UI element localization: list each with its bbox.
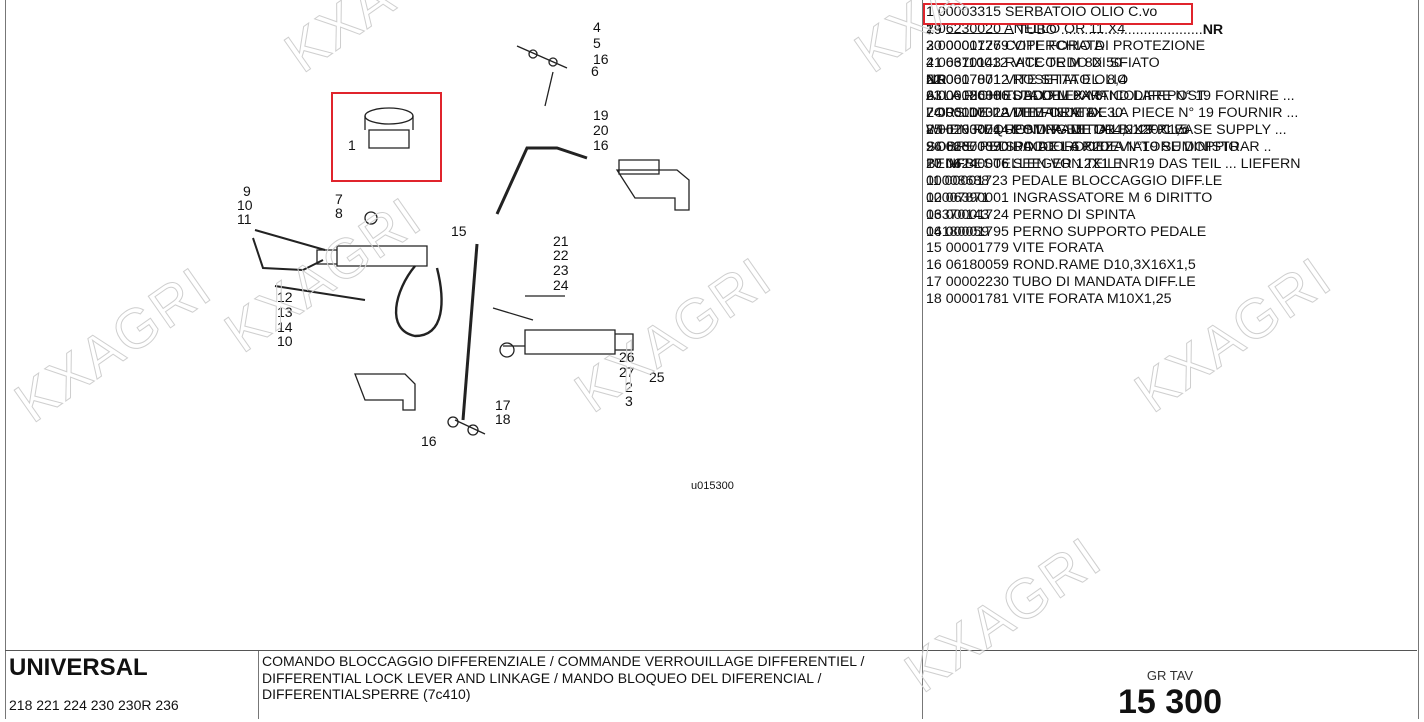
- part-row[interactable]: 3 00001726 COPERCHIO DI PROTEZIONE: [926, 37, 1206, 54]
- divider: [922, 0, 923, 719]
- note-line: LORS DE LA DEMANDE DE LA PIECE N° 19 FOU…: [926, 105, 1299, 122]
- part-row[interactable]: 13 00001724 PERNO DI SPINTA: [926, 206, 1136, 223]
- note-line: 06180059: [926, 223, 990, 240]
- callout-number: 24: [553, 277, 569, 293]
- note-line: 06370143: [926, 206, 990, 223]
- callout-number: 11: [237, 211, 252, 227]
- callout-number: 16: [421, 433, 437, 449]
- callout-number: 10: [277, 333, 293, 349]
- callout-number: 16: [593, 137, 609, 153]
- part-row[interactable]: 22 06170012 ROSETTA EL. 8,4: [926, 71, 1127, 88]
- callout-number: 18: [495, 411, 511, 427]
- callout-number: 1: [348, 137, 356, 153]
- page-frame: [5, 0, 1419, 719]
- callout-number: 12: [277, 289, 293, 305]
- callout-number: 3: [625, 393, 633, 409]
- note-line: WHEN REQUESTING DETAIL N.19 PLEASE SUPPL…: [926, 122, 1287, 139]
- callout-number: 16: [593, 51, 609, 67]
- divider: [5, 650, 1417, 651]
- part-row[interactable]: 21 06110012 VITE TE M 8X 50: [926, 54, 1122, 71]
- part-row[interactable]: 12 06390001 INGRASSATORE M 6 DIRITTO: [926, 189, 1213, 206]
- callout-number: 2: [625, 379, 633, 395]
- note-line: 00008688: [926, 172, 990, 189]
- part-row[interactable]: 27 NFS: [926, 156, 975, 173]
- part-row[interactable]: 8 06180074 ROND.RAME D14,2X20X1,5: [926, 122, 1188, 139]
- callout-number: 26: [619, 349, 635, 365]
- blank-part-number: [945, 21, 1014, 34]
- brand-name: UNIVERSAL: [9, 654, 148, 681]
- note-line: BEIM BESTELLEN VON TEIL NR19 DAS TEIL ..…: [926, 156, 1301, 173]
- note-heading: NR: [926, 71, 947, 88]
- callout-number: 22: [553, 247, 569, 263]
- callout-number: 23: [553, 262, 569, 278]
- part-row[interactable]: 25 02030014 POMPA BETOR B 12F C.vo: [926, 122, 1190, 139]
- part-row[interactable]: 18 00001781 VITE FORATA M10X1,25: [926, 291, 1172, 308]
- gr-tav-label: GR TAV: [1146, 668, 1194, 683]
- part-row[interactable]: 5 00007871 VITE SFIATO OLIO: [926, 71, 1129, 88]
- highlight-row-1: [923, 3, 1193, 25]
- callout-number: 25: [649, 369, 665, 385]
- gr-tav-number: 15 300: [1118, 683, 1222, 721]
- part-row[interactable]: 20 00001779 VITE FORATA: [926, 37, 1104, 54]
- part-row[interactable]: 16 06180059 ROND.RAME D10,3X16X1,5: [926, 257, 1196, 274]
- part-row[interactable]: 9 06260039 SPINA EL 6 X20: [926, 139, 1109, 156]
- part-row[interactable]: 10 06240006 SEEGER 12X1 E: [926, 156, 1123, 173]
- note-line: SOBRE PEDIDO DE LA PIEZA N°19 SUMINISTRA…: [926, 139, 1272, 156]
- part-row[interactable]: 11 00001723 PEDALE BLOCCAGGIO DIFF.LE: [926, 172, 1223, 189]
- note-line: ALLA RICHIESTA DEL PARTICOLARE N° 19 FOR…: [926, 88, 1295, 105]
- diagram-code: u015300: [691, 480, 734, 492]
- callout-number: 4: [593, 19, 601, 35]
- callout-number: 19: [593, 107, 609, 123]
- part-row[interactable]: 7 00001731 VITE FORATA: [926, 105, 1096, 122]
- model-list: 218 221 224 230 230R 236: [9, 697, 179, 713]
- callout-number: 27: [619, 364, 635, 380]
- table-title: COMANDO BLOCCAGGIO DIFFERENZIALE / COMMA…: [262, 653, 865, 702]
- highlight-part-1: [331, 92, 442, 182]
- part-row[interactable]: 4 06370143 RACCORDO DI SFIATO: [926, 54, 1160, 71]
- divider: [258, 651, 259, 719]
- part-row-19[interactable]: 19 TUBO ................................…: [926, 21, 1224, 38]
- callout-number: 5: [593, 35, 601, 51]
- callout-number: 13: [277, 304, 293, 320]
- part-row[interactable]: 26 06370070 RACCORDO DEVIATORE DOPPIO: [926, 139, 1240, 156]
- callout-number: 9: [243, 183, 251, 199]
- callout-number: 10: [237, 197, 253, 213]
- part-row[interactable]: 23 06120006 DADO M 8X 8: [926, 88, 1103, 105]
- callout-number: 15: [451, 223, 467, 239]
- callout-number: 7: [335, 191, 343, 207]
- part-row[interactable]: 24 06100022 VITE TE M 8X 30: [926, 105, 1123, 122]
- callout-number: 17: [495, 397, 511, 413]
- part-row[interactable]: 14 00001795 PERNO SUPPORTO PEDALE: [926, 223, 1207, 240]
- callout-number: 20: [593, 122, 609, 138]
- callout-number: 8: [335, 205, 343, 221]
- part-row[interactable]: 17 00002230 TUBO DI MANDATA DIFF.LE: [926, 274, 1196, 291]
- part-row[interactable]: 15 00001779 VITE FORATA: [926, 240, 1104, 257]
- part-row[interactable]: 6 00008688 TUBO FLEX MAND.DIFF.POST.: [926, 88, 1209, 105]
- callout-number: 6: [591, 63, 599, 79]
- diagram-drawing: 1451661920167891011152122232412131410262…: [237, 19, 734, 492]
- callout-number: 14: [277, 319, 293, 335]
- part-row[interactable]: 1 00003315 SERBATOIO OLIO C.vo: [926, 4, 1158, 20]
- note-line: 00007871: [926, 189, 990, 206]
- callout-number: 21: [553, 233, 569, 249]
